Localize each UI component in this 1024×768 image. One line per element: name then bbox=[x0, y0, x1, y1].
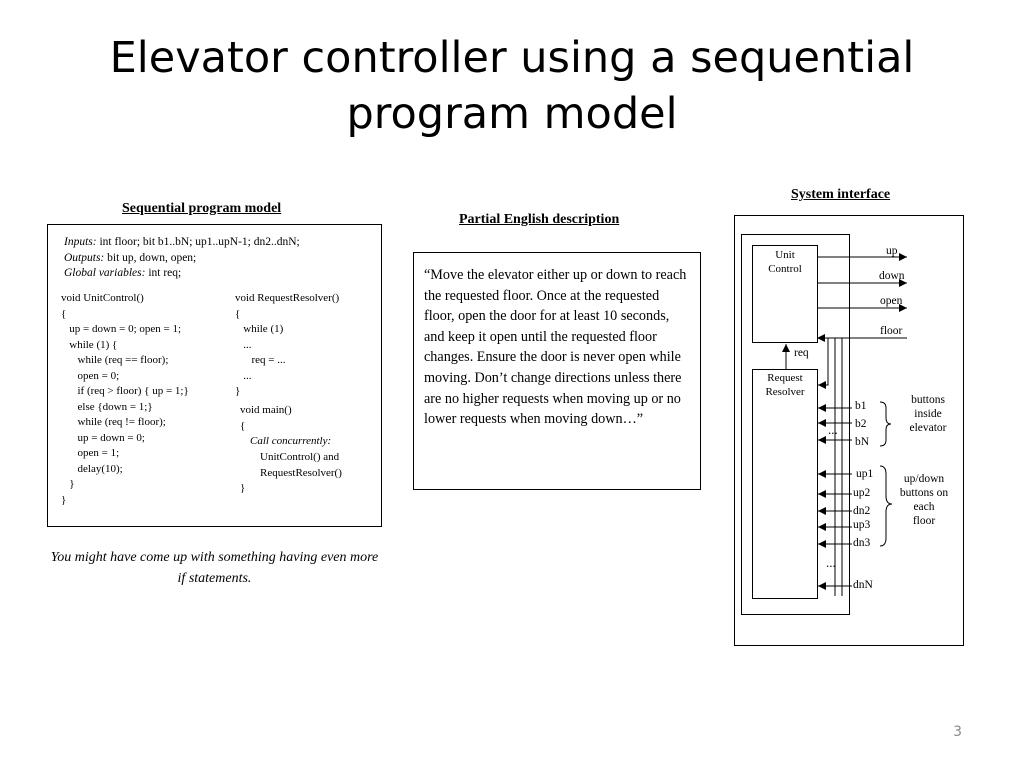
unit-control-code: void UnitControl() { up = down = 0; open… bbox=[61, 292, 189, 506]
request-resolver-text: Request Resolver bbox=[765, 372, 805, 398]
controller-box bbox=[741, 234, 850, 615]
outputs-label: Outputs: bbox=[64, 251, 105, 264]
english-description-text: “Move the elevator either up or down to … bbox=[424, 267, 687, 428]
floor-to-resolver-arrow bbox=[818, 338, 829, 389]
floor-ellipsis: ... bbox=[826, 555, 836, 570]
up3-label: up3 bbox=[853, 519, 871, 531]
unit-control-label: Unit Control bbox=[758, 248, 812, 276]
req-label: req bbox=[794, 347, 809, 359]
inside-ellipsis: ... bbox=[828, 422, 838, 437]
sequential-model-box bbox=[47, 224, 382, 527]
floor-input-label: floor bbox=[880, 325, 903, 337]
request-resolver-code: void RequestResolver() { while (1) ... r… bbox=[235, 292, 340, 397]
inside-buttons-label: buttons inside elevator bbox=[897, 393, 959, 435]
globals-label: Global variables: bbox=[64, 267, 146, 279]
unit-control-text: Unit Control bbox=[768, 249, 802, 275]
system-interface-heading: System interface bbox=[791, 187, 891, 202]
outputs-value: bit up, down, open; bbox=[104, 251, 197, 264]
globals-value: int req; bbox=[145, 267, 182, 279]
inputs-label: Inputs: bbox=[64, 236, 97, 248]
english-description-heading: Partial English description bbox=[459, 212, 620, 227]
slide-title: Elevator controller using a sequential p… bbox=[0, 30, 1024, 142]
floor-buttons-brace bbox=[879, 465, 893, 547]
bn-label: bN bbox=[855, 436, 870, 448]
down-output-label: down bbox=[879, 270, 905, 282]
dnn-label: dnN bbox=[853, 579, 873, 591]
up-output-label: up bbox=[886, 245, 898, 257]
up1-label: up1 bbox=[856, 468, 874, 480]
main-code-calls: UnitControl() and RequestResolver() bbox=[260, 451, 342, 479]
slide-title-line-2: program model bbox=[346, 89, 678, 139]
call-concurrently-label: Call concurrently: bbox=[250, 435, 332, 447]
slide-number: 3 bbox=[953, 724, 962, 740]
inputs-value: int floor; bit b1..bN; up1..upN-1; dn2..… bbox=[96, 236, 300, 248]
unit-control-block bbox=[752, 245, 818, 343]
statements-note: You might have come up with something ha… bbox=[50, 550, 379, 586]
english-description-box bbox=[413, 252, 701, 490]
up2-label: up2 bbox=[853, 487, 871, 499]
globals-line: Global variables: int req; bbox=[64, 266, 300, 282]
b2-label: b2 bbox=[855, 418, 867, 430]
dn2-label: dn2 bbox=[853, 505, 871, 517]
request-resolver-label: Request Resolver bbox=[755, 371, 815, 399]
declarations: Inputs: int floor; bit b1..bN; up1..upN-… bbox=[64, 235, 300, 282]
request-resolver-block bbox=[752, 369, 818, 599]
main-code-start: void main() { bbox=[240, 404, 292, 432]
inside-buttons-text: buttons inside elevator bbox=[909, 394, 947, 434]
main-code-end: } bbox=[240, 482, 246, 494]
slide-title-line-1: Elevator controller using a sequential bbox=[109, 33, 915, 83]
inputs-line: Inputs: int floor; bit b1..bN; up1..upN-… bbox=[64, 235, 300, 251]
sequential-model-heading: Sequential program model bbox=[122, 201, 282, 216]
floor-buttons-label: up/down buttons on each floor bbox=[893, 472, 955, 528]
outputs-line: Outputs: bit up, down, open; bbox=[64, 251, 300, 267]
outer-system-box bbox=[734, 215, 964, 646]
open-output-label: open bbox=[880, 295, 903, 307]
dn3-label: dn3 bbox=[853, 537, 871, 549]
floor-buttons-text: up/down buttons on each floor bbox=[899, 473, 949, 527]
b1-label: b1 bbox=[855, 400, 867, 412]
inside-buttons-brace bbox=[879, 401, 892, 447]
